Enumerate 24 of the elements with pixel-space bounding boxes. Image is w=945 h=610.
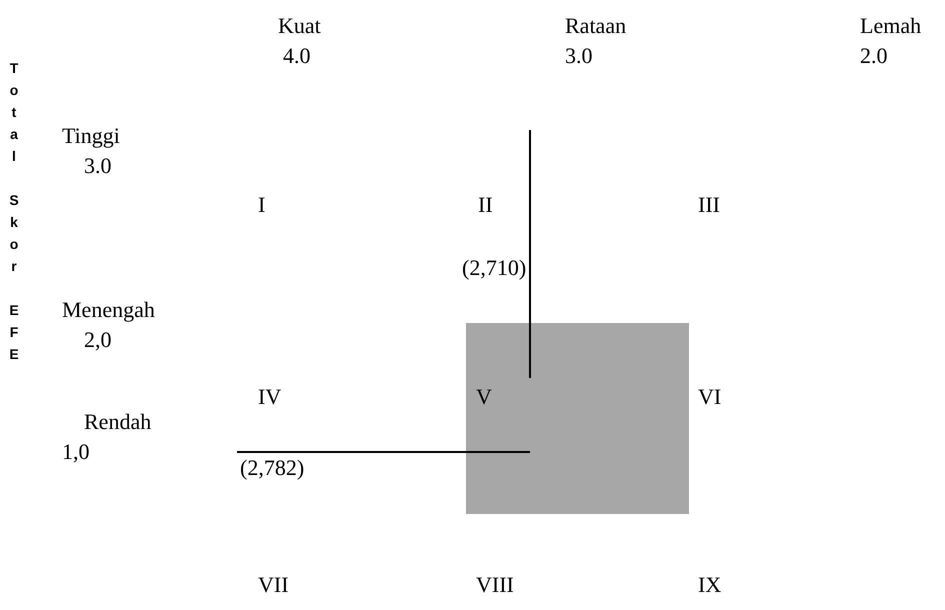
quadrant-number: II [478,193,493,217]
row-value: 2,0 [84,328,112,352]
column-value: 4.0 [283,44,310,68]
quadrant-number: VII [258,573,289,597]
quadrant-number: V [476,385,492,409]
quadrant-number: IX [698,573,722,597]
row-heading: Menengah [62,298,155,322]
column-value: 3.0 [565,44,592,68]
quadrant-number: IV [258,385,282,409]
quadrant-number: I [258,193,266,217]
row-heading: Rendah [84,410,152,434]
quadrant-number: III [698,193,720,217]
column-heading: Kuat [278,14,321,38]
column-value: 2.0 [860,44,888,68]
quadrant-number: VIII [476,573,514,597]
row-value: 3.0 [84,154,112,178]
axis-title: Total Skor EFE [6,60,22,368]
quadrant-number: VI [698,385,722,409]
point-value: (2,710) [462,256,526,280]
row-value: 1,0 [62,440,90,464]
row-heading: Tinggi [62,124,120,148]
column-heading: Rataan [565,14,626,38]
point-value: (2,782) [240,456,304,480]
column-heading: Lemah [860,14,922,38]
